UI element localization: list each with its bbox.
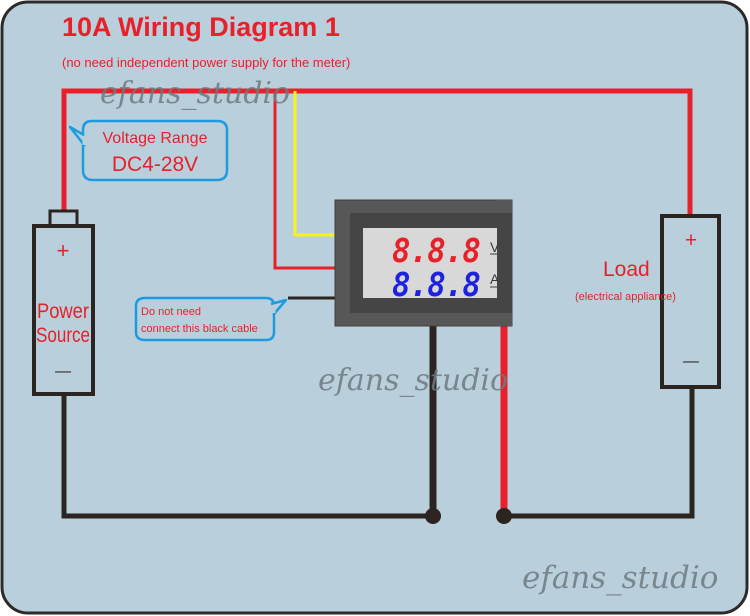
voltage-unit-text: V xyxy=(490,239,500,255)
watermark-bottom: efans_studio xyxy=(522,560,718,596)
voltage-range-value: DC4-28V xyxy=(112,153,198,176)
junction-dot-right xyxy=(496,508,512,524)
watermark-top: efans_studio xyxy=(100,76,290,111)
current-unit-text: A xyxy=(490,271,500,287)
voltage-range-label: Voltage Range xyxy=(103,130,208,147)
yellow-wire xyxy=(293,91,336,237)
load-minus-sign: — xyxy=(683,353,699,370)
power-source: + Power Source — xyxy=(32,209,95,396)
red-wire-top xyxy=(61,88,693,217)
black-wire-load-negative xyxy=(504,388,695,519)
current-display: 8.8.8 xyxy=(392,265,480,304)
load-label: Load xyxy=(603,258,650,281)
diagram-title: 10A Wiring Diagram 1 xyxy=(62,12,340,42)
black-wire-source-negative xyxy=(61,392,433,519)
load: + — Load (electrical appliance) xyxy=(575,214,721,389)
watermark-middle: efans_studio xyxy=(318,363,508,398)
battery-minus-sign: — xyxy=(55,363,71,380)
diagram-subtitle: (no need independent power supply for th… xyxy=(62,55,350,70)
load-plus-sign: + xyxy=(685,229,697,252)
battery-body xyxy=(32,224,95,396)
power-source-label-1: Power xyxy=(37,300,89,323)
voltage-display: 8.8.8 xyxy=(392,231,480,270)
black-cable-note-2: connect this black cable xyxy=(141,323,258,335)
junction-dot-left xyxy=(425,508,441,524)
load-body xyxy=(660,214,721,389)
black-cable-note-1: Do not need xyxy=(141,306,201,318)
power-source-label-2: Source xyxy=(36,324,90,347)
load-sublabel: (electrical appliance) xyxy=(575,291,676,303)
black-cable-callout: Do not need connect this black cable xyxy=(134,296,288,342)
red-wire-meter-power xyxy=(273,91,336,270)
battery-plus-sign: + xyxy=(57,238,70,263)
volt-amp-meter: 8.8.8 8.8.8 xyxy=(334,199,513,327)
voltage-range-callout: Voltage Range DC4-28V xyxy=(68,119,229,182)
